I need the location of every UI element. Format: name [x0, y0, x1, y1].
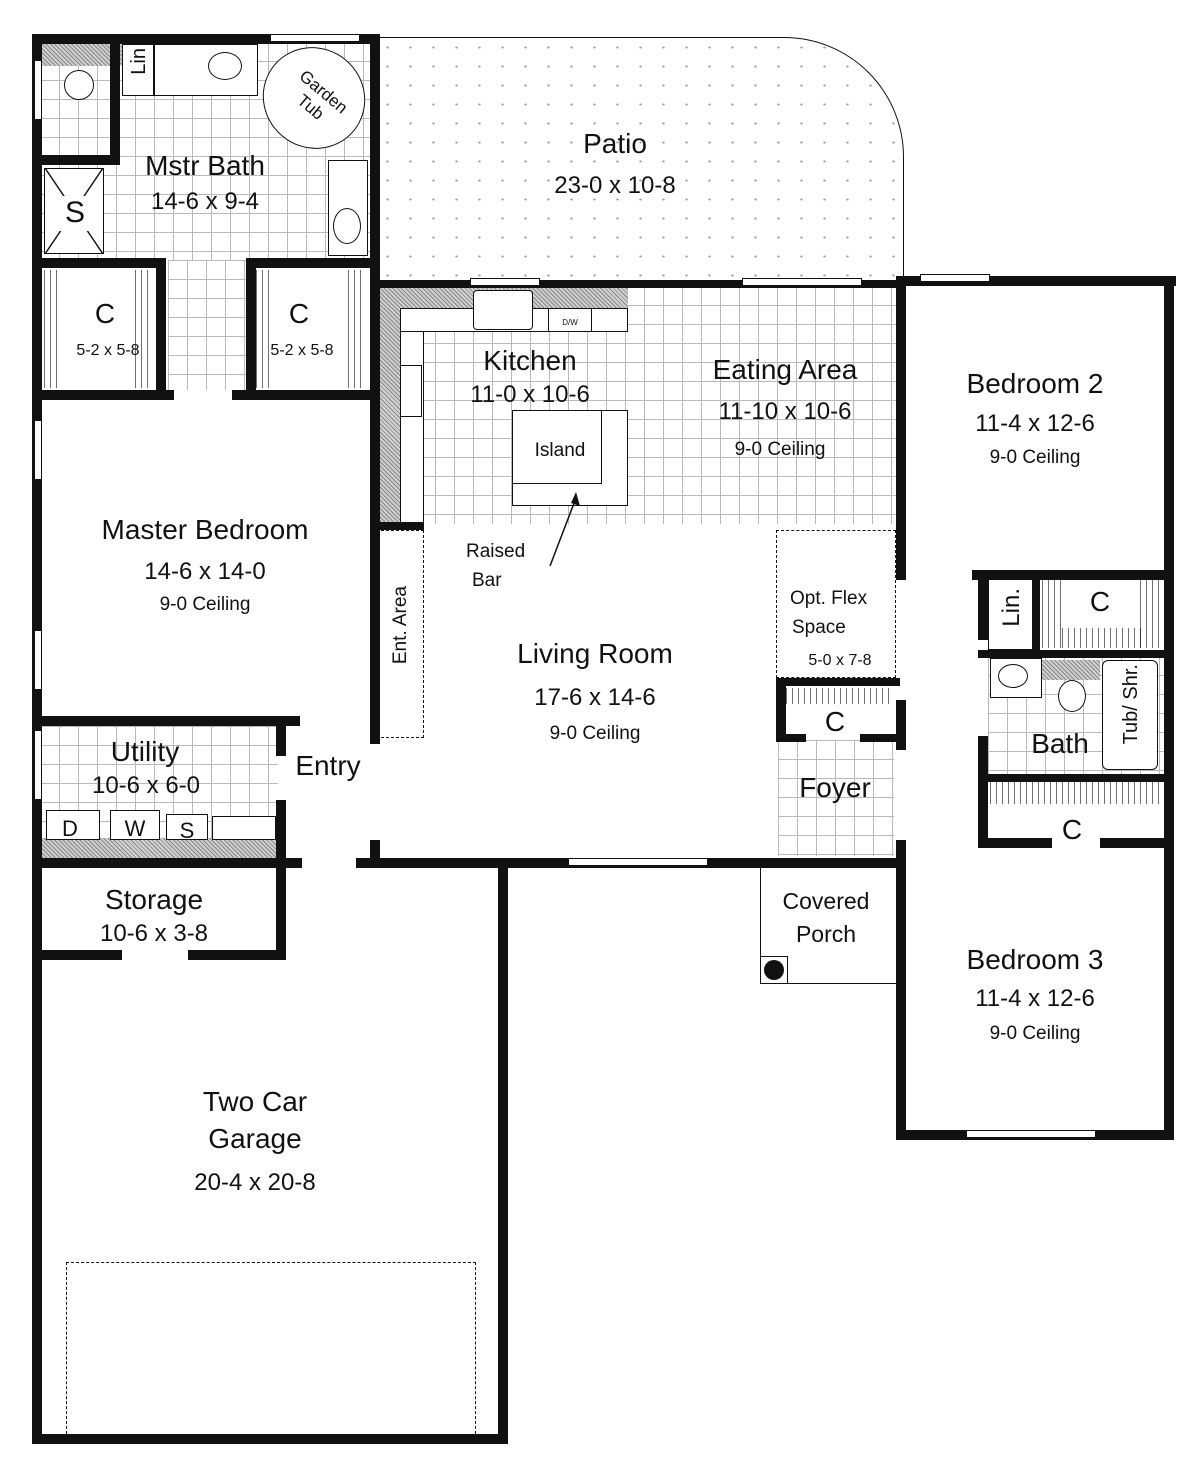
tub-shower-label: Tub/ Shr.	[1120, 664, 1142, 745]
island-label: Island	[534, 440, 586, 461]
flex-dim: 5-0 x 7-8	[808, 652, 872, 669]
eating-area-ceiling: 9-0 Ceiling	[734, 439, 826, 460]
bath-label: Bath	[1031, 728, 1089, 759]
master-bedroom-label: Master Bedroom	[101, 514, 309, 545]
dw-label: D/W	[562, 318, 578, 327]
bed2-closet-label: C	[1089, 586, 1111, 617]
mstr-bath-dim: 14-6 x 9-4	[150, 188, 260, 215]
washer-label: W	[124, 816, 146, 841]
bed3-closet-label: C	[1061, 814, 1083, 845]
flex-label-2: Space	[792, 617, 846, 638]
ent-area-label: Ent. Area	[390, 586, 411, 665]
foyer	[778, 740, 894, 856]
dishwasher	[548, 308, 592, 332]
sink-right-icon	[333, 208, 361, 244]
master-bedroom	[40, 400, 372, 718]
bath-toilet	[1058, 680, 1086, 712]
raised-bar-label-1: Raised	[466, 541, 526, 562]
patio-dim: 23-0 x 10-8	[554, 172, 676, 199]
garage	[40, 958, 502, 1436]
garage-dim: 20-4 x 20-8	[194, 1169, 316, 1196]
foyer-label: Foyer	[799, 772, 871, 803]
porch-label-2: Porch	[795, 921, 857, 947]
utility-label: Utility	[110, 736, 180, 767]
mstr-lin-label: Lin	[128, 48, 150, 75]
eating-area-label: Eating Area	[712, 354, 858, 385]
utility-sink-label: S	[179, 818, 195, 843]
utility-dim: 10-6 x 6-0	[91, 772, 201, 799]
porch-label-1: Covered	[782, 888, 870, 914]
vanity	[154, 44, 258, 96]
linen-closet	[122, 44, 154, 96]
flex-label-1: Opt. Flex	[790, 588, 868, 609]
eating-area-dim: 11-10 x 10-6	[718, 398, 852, 425]
window	[34, 420, 42, 480]
bedroom-2-label: Bedroom 2	[966, 368, 1104, 399]
bedroom-2-dim: 11-4 x 12-6	[975, 410, 1095, 437]
patio-label: Patio	[583, 128, 647, 159]
toilet-icon	[64, 70, 94, 100]
storage-dim: 10-6 x 3-8	[99, 920, 209, 947]
closet-right-dim: 5-2 x 5-8	[270, 342, 334, 359]
bedroom-3	[906, 852, 1164, 1130]
bedroom-3-ceiling: 9-0 Ceiling	[989, 1023, 1081, 1044]
raised-bar-label-2: Bar	[472, 570, 502, 591]
master-bedroom-dim: 14-6 x 14-0	[144, 558, 266, 585]
garage-label-2: Garage	[208, 1123, 302, 1154]
sink-icon	[473, 290, 533, 330]
shower-label: S	[60, 196, 90, 231]
dryer	[46, 810, 100, 840]
foyer-closet-label: C	[824, 706, 846, 737]
entry-label: Entry	[295, 750, 361, 781]
storage-label: Storage	[104, 884, 204, 915]
dryer-label: D	[62, 816, 78, 841]
opt-flex-space	[776, 530, 896, 678]
master-bedroom-ceiling: 9-0 Ceiling	[159, 594, 251, 615]
living-room-label: Living Room	[517, 638, 673, 669]
patio-area	[376, 37, 904, 281]
bedroom-3-label: Bedroom 3	[966, 944, 1104, 975]
bedroom-3-dim: 11-4 x 12-6	[975, 985, 1095, 1012]
sink-icon	[208, 52, 242, 80]
kitchen-label: Kitchen	[483, 345, 577, 376]
living-room	[378, 530, 774, 860]
post-icon	[764, 960, 784, 980]
living-room-ceiling: 9-0 Ceiling	[549, 723, 641, 744]
mstr-bath-label: Mstr Bath	[145, 150, 265, 181]
utility-sink	[166, 814, 208, 840]
storage	[40, 868, 278, 952]
garage-label-1: Two Car	[202, 1086, 308, 1117]
closet-right-label: C	[288, 298, 310, 329]
raised-bar-arrow-icon	[549, 492, 580, 567]
wc-counter	[42, 44, 122, 66]
garage-door	[66, 1262, 476, 1434]
tub-shower	[1102, 660, 1158, 770]
bedroom-2-ceiling: 9-0 Ceiling	[989, 447, 1081, 468]
kitchen-dim: 11-0 x 10-6	[470, 381, 590, 408]
bedroom-2	[906, 286, 1164, 570]
closet-left-label: C	[94, 298, 116, 329]
range-icon	[400, 365, 422, 417]
hall-linen-label: Lin.	[998, 588, 1025, 627]
living-room-dim: 17-6 x 14-6	[534, 684, 656, 711]
closet-left-dim: 5-2 x 5-8	[76, 342, 140, 359]
washer	[110, 810, 160, 840]
